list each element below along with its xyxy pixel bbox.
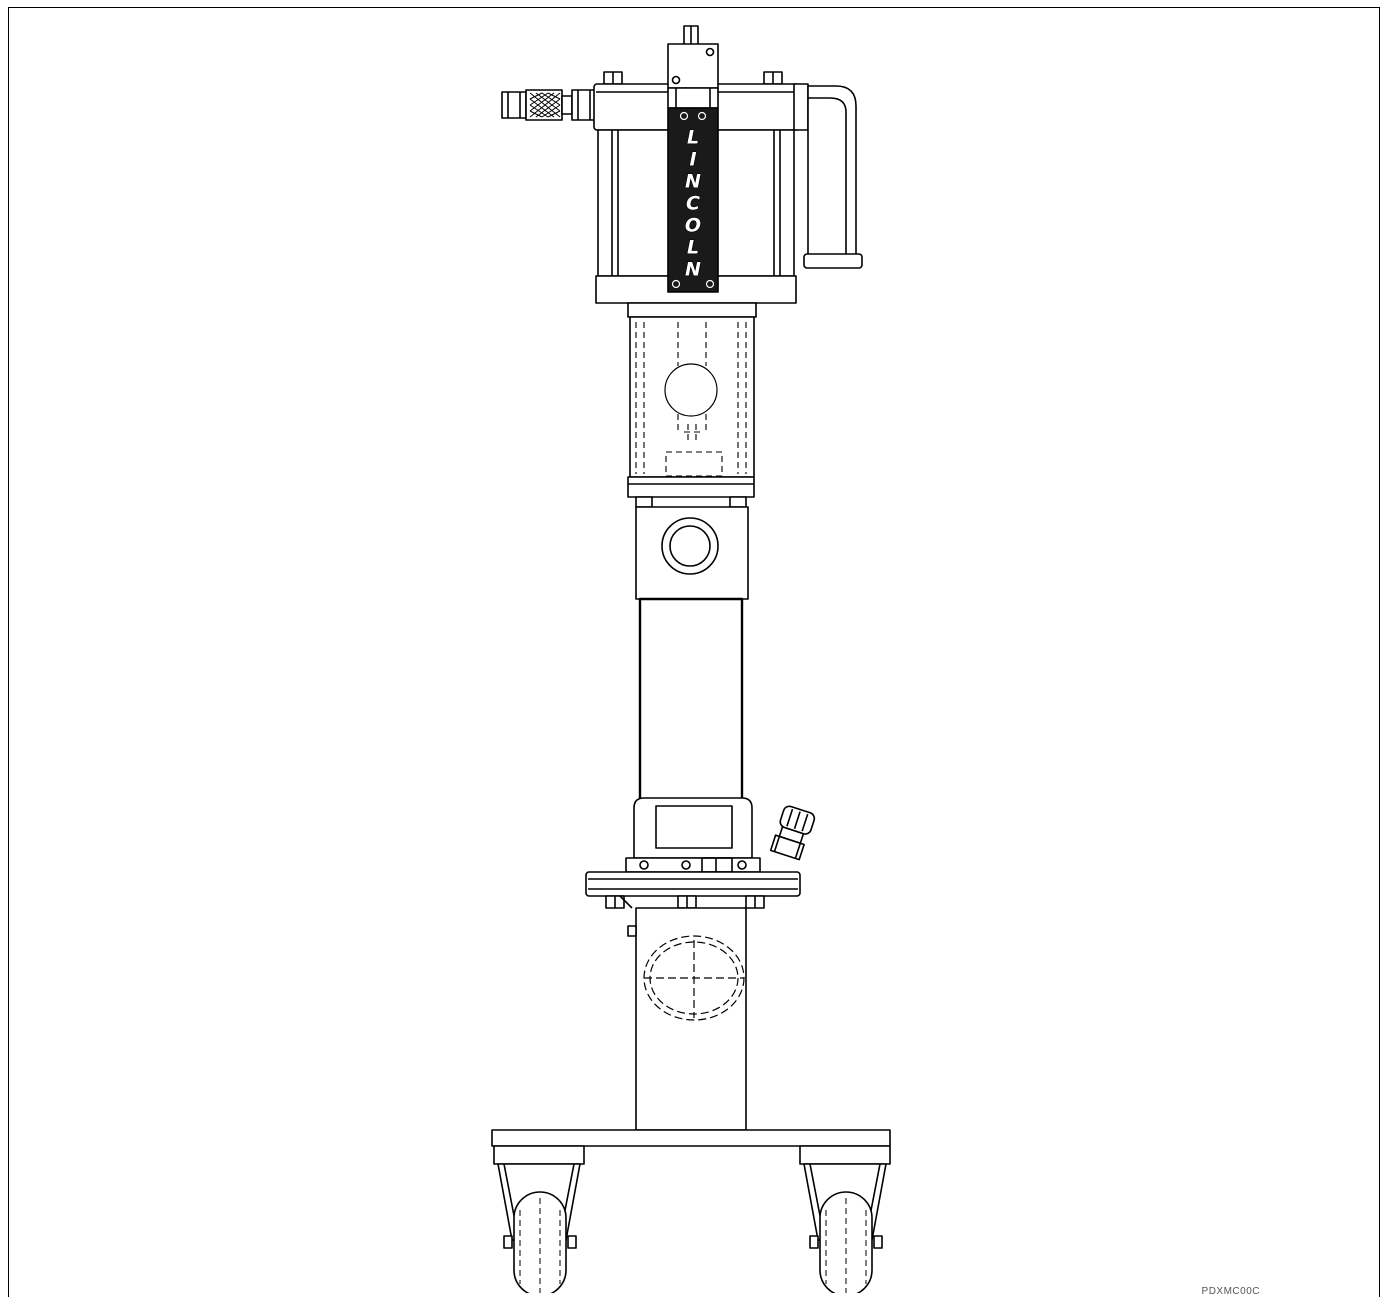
right-caster bbox=[799, 1145, 891, 1293]
left-caster bbox=[493, 1145, 585, 1293]
logo-letter: I bbox=[689, 149, 696, 171]
logo-letter: N bbox=[685, 259, 701, 281]
logo-letter: N bbox=[685, 171, 701, 193]
logo-letter: O bbox=[685, 215, 701, 237]
air-inlet-fitting bbox=[501, 89, 597, 121]
knurled-coupler bbox=[529, 92, 561, 118]
drawing-frame bbox=[8, 7, 1380, 1297]
cart-base bbox=[491, 1129, 891, 1147]
logo-letter: L bbox=[687, 127, 699, 149]
mounting-plate bbox=[585, 871, 801, 909]
drawing-code-label: PDXMC00C bbox=[1201, 1286, 1260, 1297]
foot-valve-housing bbox=[625, 797, 761, 873]
cart-upright bbox=[619, 895, 747, 1131]
exhaust-elbow bbox=[793, 83, 863, 269]
vent-plug bbox=[769, 805, 816, 861]
lincoln-logo-plate bbox=[667, 107, 719, 293]
outlet-port-block bbox=[635, 506, 749, 600]
upper-flange bbox=[627, 476, 755, 508]
logo-letter: L bbox=[687, 237, 699, 259]
pump-column bbox=[638, 597, 744, 801]
logo-letter: C bbox=[686, 193, 700, 215]
valve-actuator bbox=[667, 25, 719, 109]
pump-tube bbox=[629, 316, 755, 478]
